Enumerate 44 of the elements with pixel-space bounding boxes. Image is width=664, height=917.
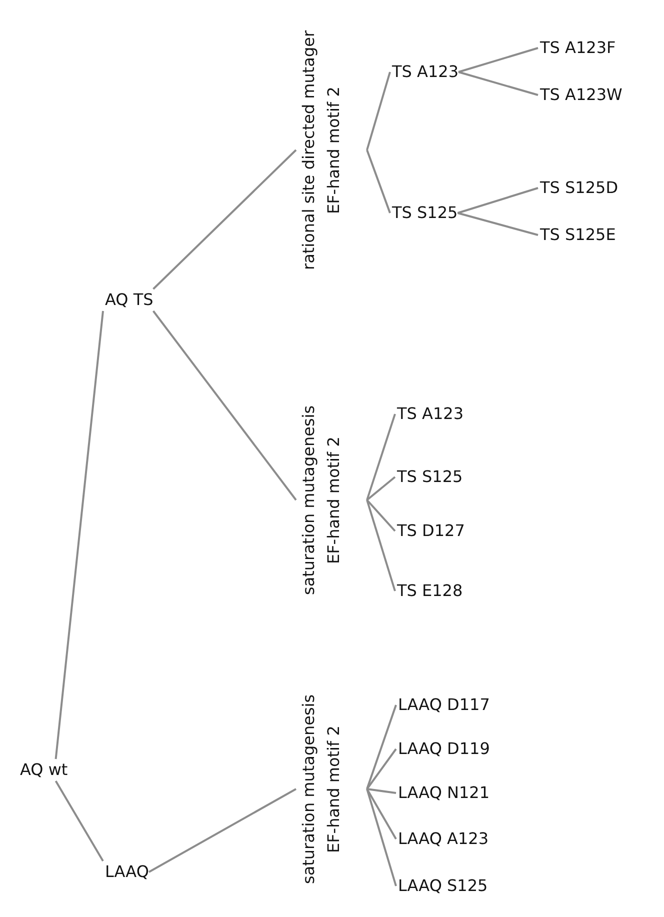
variant-label: TS A123 xyxy=(392,61,458,83)
variant-label: LAAQ D117 xyxy=(398,694,490,716)
branch-line xyxy=(152,310,297,501)
variant-label: TS S125E xyxy=(540,224,616,246)
branch-line xyxy=(148,788,296,873)
branch-line xyxy=(366,748,397,790)
variant-label: TS S125 xyxy=(397,466,463,488)
branch-line xyxy=(366,500,396,592)
branch-line xyxy=(458,71,538,96)
variant-label: AQ TS xyxy=(105,289,154,311)
branch-line xyxy=(366,476,396,501)
variant-label: LAAQ D119 xyxy=(398,738,490,760)
branch-line xyxy=(366,72,391,150)
branch-line xyxy=(457,187,538,214)
method-label: EF-hand motif 2 xyxy=(323,724,344,855)
branch-line xyxy=(54,310,104,760)
branch-line xyxy=(366,499,396,532)
method-label: EF-hand motif 2 xyxy=(323,435,344,566)
method-label: saturation mutagenesis xyxy=(298,693,319,886)
method-label: saturation mutagenesis xyxy=(298,404,319,597)
variant-label: AQ wt xyxy=(20,759,68,781)
variant-label: TS A123 xyxy=(397,403,464,425)
method-label: EF-hand motif 2 xyxy=(323,85,344,216)
variant-label: TS S125 xyxy=(392,202,458,224)
branch-line xyxy=(366,150,391,214)
branch-line xyxy=(54,780,104,862)
variant-label: LAAQ A123 xyxy=(398,828,488,850)
branch-line xyxy=(366,788,397,886)
branch-line xyxy=(152,149,297,290)
variant-label: LAAQ N121 xyxy=(398,782,490,804)
branch-line xyxy=(458,47,538,73)
variant-label: TS E128 xyxy=(397,580,463,602)
branch-line xyxy=(457,212,538,236)
variant-label: TS S125D xyxy=(540,177,618,199)
variant-label: TS D127 xyxy=(397,520,465,542)
branch-line xyxy=(366,704,397,790)
branch-line xyxy=(366,788,397,840)
variant-label: LAAQ S125 xyxy=(398,875,488,897)
branch-line xyxy=(366,788,396,794)
branch-line xyxy=(366,414,396,500)
method-label: rational site directed mutager xyxy=(298,29,319,272)
variant-label: LAAQ xyxy=(105,861,149,883)
variant-label: TS A123W xyxy=(540,84,622,106)
variant-label: TS A123F xyxy=(540,37,616,59)
